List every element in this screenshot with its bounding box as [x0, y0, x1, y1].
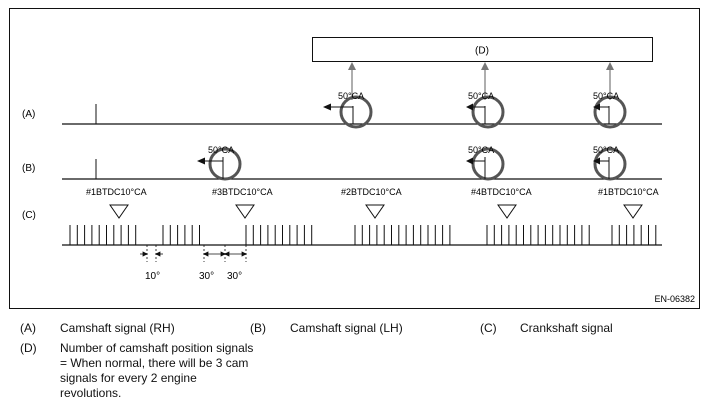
figure-id: EN-06382: [654, 294, 695, 304]
legend-key-a: (A): [20, 321, 36, 335]
dim-label-10: 10°: [145, 271, 160, 282]
dim-label-30-b: 30°: [227, 271, 242, 282]
dim-label-30-a: 30°: [199, 271, 214, 282]
legend-key-d: (D): [20, 341, 37, 355]
row-label-a: (A): [22, 109, 35, 120]
tdc-label-4: #4BTDC10°CA: [471, 187, 532, 197]
svg-text:50°CA: 50°CA: [468, 145, 494, 155]
svg-text:50°CA: 50°CA: [593, 145, 619, 155]
cam-pulse-a-3: 50°CA: [593, 91, 627, 129]
legend-item-b: (B) Camshaft signal (LH): [250, 321, 470, 337]
tdc-label-5: #1BTDC10°CA: [598, 187, 659, 197]
svg-text:50°CA: 50°CA: [468, 91, 494, 101]
figure-frame: [9, 8, 700, 309]
legend-key-c: (C): [480, 321, 497, 335]
d-arrows: [348, 62, 614, 100]
tdc-triangle-2: [235, 204, 255, 219]
legend-item-c: (C) Crankshaft signal: [480, 321, 700, 337]
tdc-triangle-5: [623, 204, 643, 219]
legend-text-d: Number of camshaft position signals = Wh…: [60, 341, 254, 400]
legend-item-a: (A) Camshaft signal (RH): [20, 321, 240, 337]
tdc-markers: [109, 204, 643, 219]
d-arrow-head-3: [606, 62, 614, 70]
counter-box-label: (D): [475, 46, 489, 57]
tdc-triangle-1: [109, 204, 129, 219]
counter-box: [312, 37, 653, 62]
svg-text:50°CA: 50°CA: [593, 91, 619, 101]
d-arrow-head-1: [348, 62, 356, 70]
tdc-triangle-4: [497, 204, 517, 219]
cam-pulse-b-3: 50°CA: [593, 145, 627, 181]
d-arrow-head-2: [481, 62, 489, 70]
row-label-b: (B): [22, 163, 35, 174]
cam-pulse-b-2: 50°CA: [466, 145, 505, 181]
tdc-label-3: #2BTDC10°CA: [341, 187, 402, 197]
dimension-markers: [140, 245, 247, 262]
legend-item-d: (D) Number of camshaft position signals …: [20, 341, 280, 401]
legend-text-a: Camshaft signal (RH): [60, 321, 175, 335]
svg-text:50°CA: 50°CA: [338, 91, 364, 101]
legend-key-b: (B): [250, 321, 266, 335]
cam-pulse-a-2: 50°CA: [466, 91, 505, 129]
legend-text-c: Crankshaft signal: [520, 321, 613, 335]
tdc-triangle-3: [365, 204, 385, 219]
legend-text-b: Camshaft signal (LH): [290, 321, 403, 335]
crank-teeth: [69, 225, 657, 245]
row-label-c: (C): [22, 210, 36, 221]
tdc-label-2: #3BTDC10°CA: [212, 187, 273, 197]
cam-pulse-b-1: 50°CA: [197, 145, 242, 181]
svg-text:50°CA: 50°CA: [208, 145, 234, 155]
tdc-label-1: #1BTDC10°CA: [86, 187, 147, 197]
cam-pulse-a-1: 50°CA: [323, 91, 373, 129]
